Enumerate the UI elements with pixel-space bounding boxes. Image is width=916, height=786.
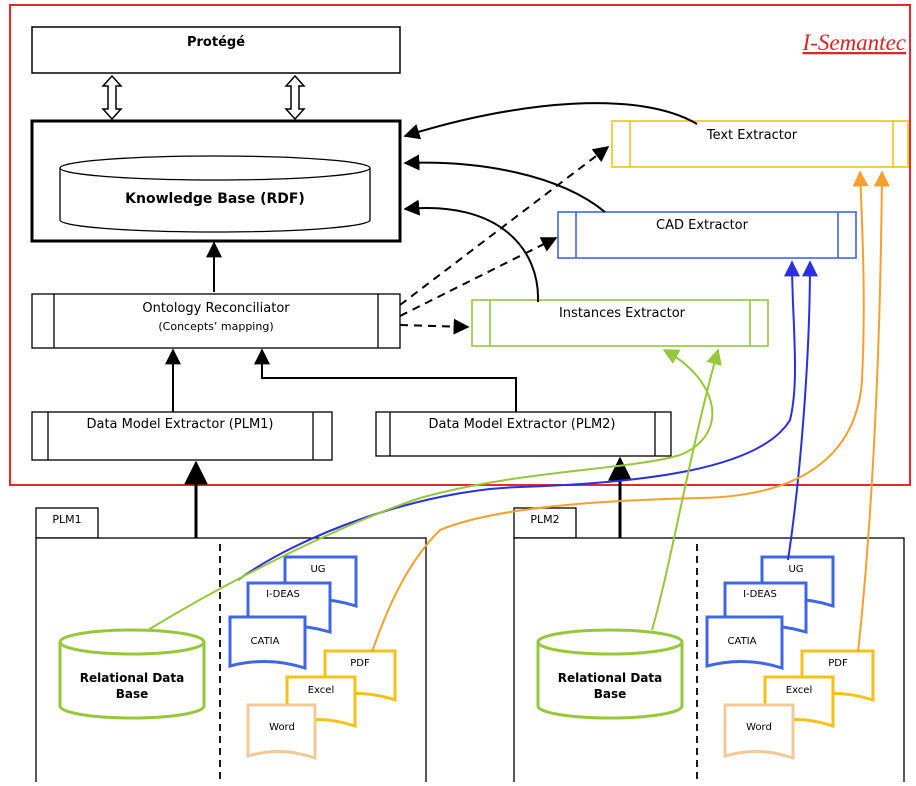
plm2-word-document: Word [723, 703, 795, 761]
plm2-word-label: Word [746, 722, 772, 733]
knowledge-base-label: Knowledge Base (RDF) [125, 191, 305, 207]
plm1-database-to-instances-extractor-link [147, 349, 714, 631]
plm2-database-icon [536, 628, 684, 720]
plm1-label: PLM1 [52, 513, 81, 526]
reconciliator-to-cad-extractor-dashed [399, 237, 558, 317]
plm1-docs-to-text-extractor-link [371, 170, 869, 653]
dme-plm1-label: Data Model Extractor (PLM1) [86, 417, 273, 432]
plm1-ug-label: UG [310, 564, 325, 575]
dme-plm2-box [375, 411, 672, 457]
knowledge-base-cylinder [59, 155, 371, 233]
plm1-catia-document: CATIA [228, 615, 307, 671]
plm2-database-to-instances-extractor-link [651, 348, 722, 631]
plm1-cad-to-cad-extractor-link [237, 260, 801, 581]
plm1-excel-label: Excel [308, 685, 335, 696]
ontology-reconciliator-box [31, 293, 401, 349]
instances-extractor-box [471, 299, 769, 347]
plm1-database-icon [58, 628, 206, 720]
plm2-docs-to-text-extractor-link [857, 170, 890, 653]
plm2-database-label-line2: Base [594, 687, 627, 701]
protege-kb-double-arrow-left [101, 74, 123, 121]
protege-box [31, 26, 401, 74]
plm1-catia-label: CATIA [251, 636, 280, 647]
system-title: I-Semantec [802, 30, 906, 55]
cad-extractor-box [557, 211, 857, 259]
plm2-ideas-label: I-DEAS [743, 589, 777, 600]
dme-plm1-box [31, 411, 333, 461]
dme-plm2-to-reconciliator-arrow [254, 348, 517, 412]
reconciliator-to-text-extractor-dashed [399, 146, 610, 306]
ontology-reconciliator-sublabel: (Concepts’ mapping) [158, 320, 273, 333]
plm2-ug-label: UG [788, 564, 803, 575]
plm2-database-label-line1: Relational Data [558, 671, 663, 685]
plm2-cad-to-cad-extractor-link [787, 260, 818, 561]
instances-extractor-to-kb-arrow [403, 199, 540, 303]
dme-plm2-label: Data Model Extractor (PLM2) [428, 417, 615, 432]
text-extractor-label: Text Extractor [706, 128, 798, 143]
text-extractor-to-kb-arrow [403, 102, 698, 140]
i-semantec-frame [9, 4, 911, 486]
plm2-catia-document: CATIA [705, 615, 784, 671]
plm2-pdf-label: PDF [828, 658, 848, 669]
plm1-database-label-line1: Relational Data [80, 671, 185, 685]
protege-label: Protégé [187, 35, 245, 50]
plm2-label: PLM2 [530, 513, 559, 526]
plm1-pdf-label: PDF [350, 658, 370, 669]
reconciliator-to-instances-extractor-dashed [399, 318, 470, 335]
text-extractor-box [611, 120, 909, 168]
instances-extractor-label: Instances Extractor [559, 306, 686, 321]
plm2-catia-label: CATIA [728, 636, 757, 647]
plm2-tab [513, 507, 577, 539]
cad-extractor-to-kb-arrow [403, 154, 606, 213]
plm1-database-label-line2: Base [116, 687, 149, 701]
plm1-tab [35, 507, 99, 539]
plm1-ideas-label: I-DEAS [266, 589, 300, 600]
cad-extractor-label: CAD Extractor [656, 218, 749, 233]
ontology-reconciliator-label: Ontology Reconciliator [142, 301, 290, 316]
plm1-word-document: Word [246, 703, 317, 761]
plm1-word-label: Word [269, 722, 295, 733]
plm2-excel-label: Excel [786, 685, 813, 696]
protege-kb-double-arrow-right [284, 74, 306, 121]
